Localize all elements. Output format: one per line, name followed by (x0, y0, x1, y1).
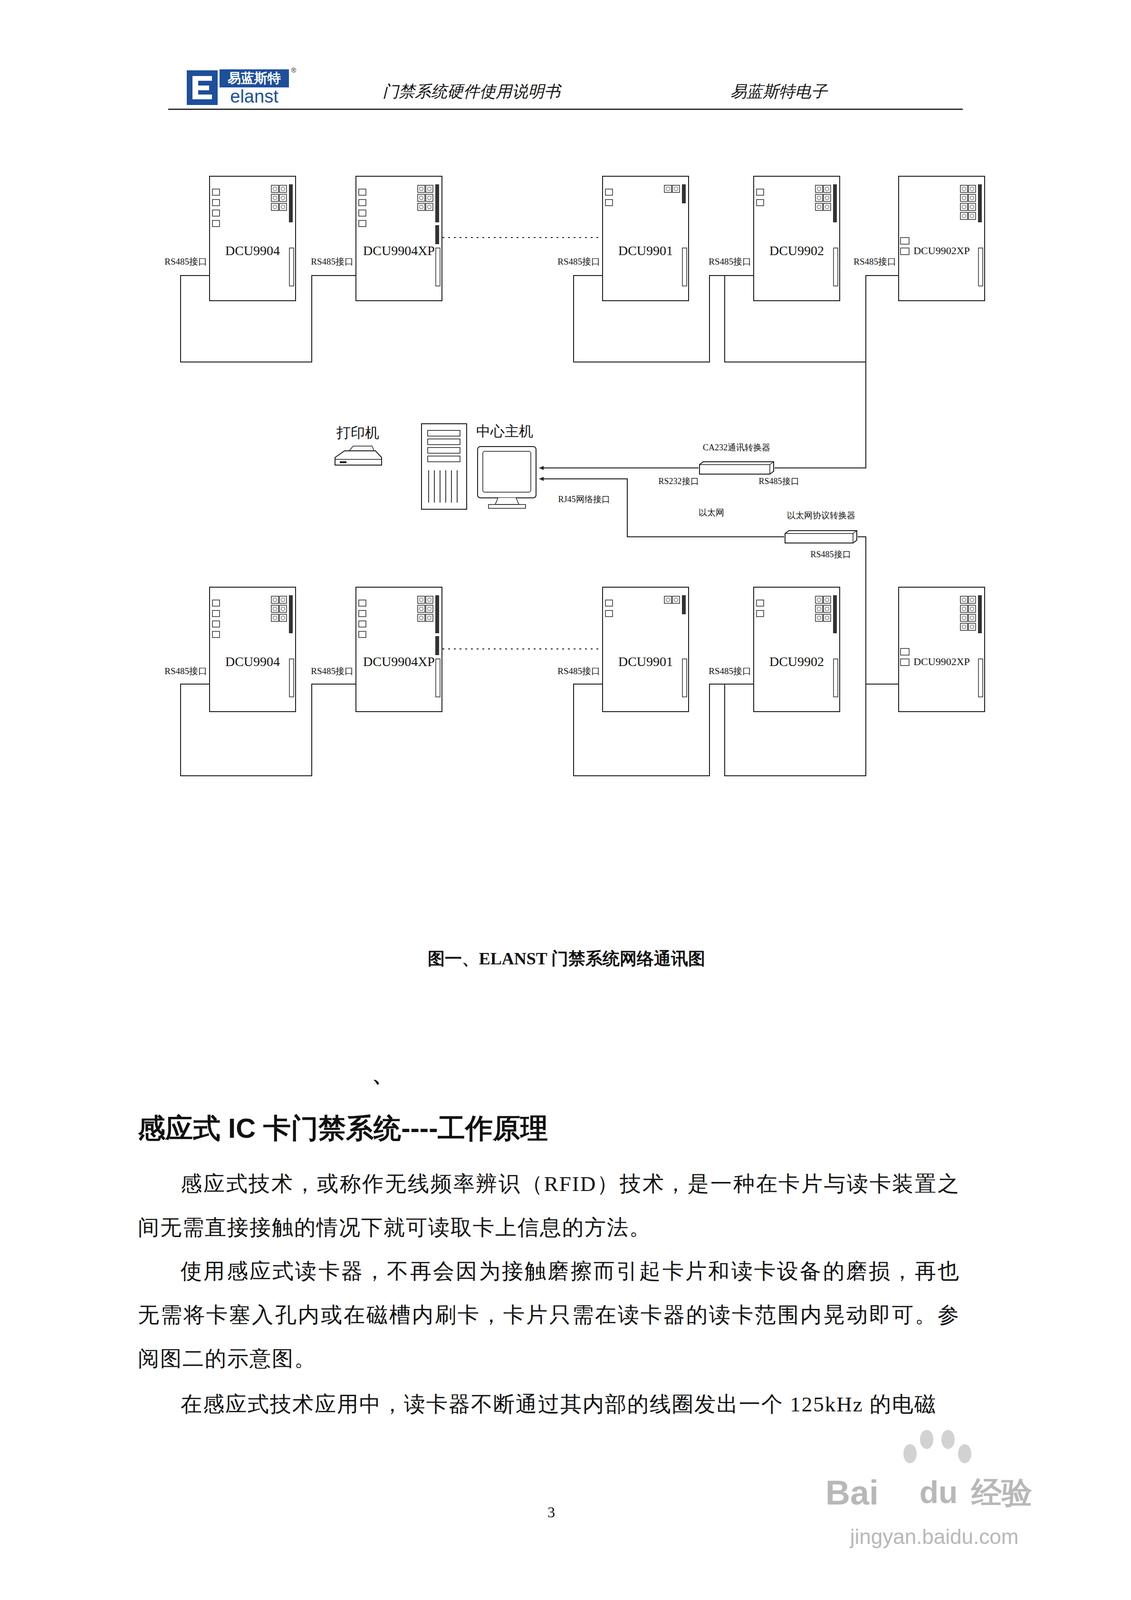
node-label: DCU9901 (618, 653, 673, 671)
node-label: DCU9901 (618, 242, 673, 259)
node-label: 以太网协议转换器 (786, 510, 856, 522)
node-drawing (754, 587, 840, 712)
node-label: 中心主机 (476, 422, 534, 441)
wire-connector (442, 237, 603, 239)
edge-label: 以太网 (697, 507, 726, 519)
port-label: RS485接口 (810, 549, 851, 561)
node-label: DCU9902XP (913, 244, 970, 258)
wire-connector (539, 479, 785, 537)
controller-box: DCU9902 (753, 175, 841, 302)
port-label: RS485接口 (310, 256, 354, 268)
header-company: 易蓝斯特电子 (730, 82, 828, 102)
host-computer: 中心主机 (418, 422, 540, 513)
controller-box: DCU9904XP (355, 175, 443, 302)
node-drawing (754, 176, 840, 301)
controller-box: DCU9904 (209, 175, 297, 302)
node-label: DCU9904XP (363, 242, 435, 259)
node-label: DCU9904 (225, 653, 280, 671)
watermark-text: du (919, 1474, 959, 1512)
controller-box: DCU9902XP (898, 586, 986, 713)
node-drawing (210, 587, 296, 712)
node-label: 打印机 (336, 424, 380, 442)
port-label: RS485接口 (164, 666, 208, 678)
section-heading: 感应式 IC 卡门禁系统----工作原理 (137, 1111, 549, 1146)
header-rule (168, 108, 963, 111)
registered-mark: ® (291, 66, 297, 75)
node-label: DCU9902 (769, 653, 825, 671)
node-drawing (356, 176, 442, 301)
wire-connector (442, 648, 603, 650)
port-label: RS485接口 (164, 256, 208, 268)
node-label: DCU9904XP (363, 653, 435, 671)
port-label: RJ45网络接口 (557, 494, 610, 506)
logo-band (219, 69, 289, 88)
logo-text: 易蓝斯特 (227, 70, 281, 87)
converter-box: 以太网协议转换器 (784, 510, 858, 545)
figure-caption: 图一、ELANST 门禁系统网络通讯图 (427, 948, 706, 970)
wire-connector (774, 275, 899, 469)
body-paragraph: 使用感应式读卡器，不再会因为接触磨擦而引起卡片和读卡设备的磨损，再也无需将卡塞入… (137, 1249, 960, 1381)
page-number: 3 (547, 1503, 556, 1522)
node-drawing (210, 176, 296, 301)
port-label: RS485接口 (557, 666, 601, 678)
node-drawing (899, 587, 985, 712)
controller-box: DCU9902XP (898, 175, 986, 302)
wire-connector (857, 536, 899, 685)
node-label: DCU9904 (225, 242, 280, 259)
header-title: 门禁系统硬件使用说明书 (382, 82, 561, 102)
port-label: RS485接口 (708, 256, 752, 268)
node-drawing (899, 176, 985, 301)
controller-box: DCU9902 (753, 586, 841, 713)
watermark-url: jingyan.baidu.com (850, 1524, 1019, 1551)
port-label: RS232接口 (658, 476, 699, 488)
controller-box: DCU9904 (209, 586, 297, 713)
node-drawing (603, 176, 689, 301)
logo-text: elanst (230, 86, 278, 108)
controller-box: DCU9901 (602, 175, 690, 302)
watermark-text: Bai (825, 1472, 879, 1514)
controller-box: DCU9901 (602, 586, 690, 713)
stray-mark: 、 (372, 1062, 394, 1088)
body-paragraph: 在感应式技术应用中，读卡器不断通过其内部的线圈发出一个 125kHz 的电磁 (137, 1382, 960, 1427)
port-label: RS485接口 (853, 256, 897, 268)
wire-connector (539, 467, 699, 469)
node-label: DCU9902 (769, 242, 825, 259)
converter-box: CA232通讯转换器 (698, 442, 775, 476)
body-paragraph: 感应式技术，或称作无线频率辨识（RFID）技术，是一种在卡片与读卡装置之间无需直… (137, 1162, 960, 1250)
node-label: DCU9902XP (913, 655, 970, 669)
watermark-paw (903, 1430, 972, 1464)
logo-e-mark (192, 76, 212, 100)
port-label: RS485接口 (708, 666, 752, 678)
node-drawing (356, 587, 442, 712)
node-drawing (603, 587, 689, 712)
printer-icon: 打印机 (330, 424, 385, 472)
port-label: RS485接口 (310, 666, 354, 678)
watermark-text: 经验 (971, 1475, 1033, 1512)
logo-square (186, 70, 218, 106)
controller-box: DCU9904XP (355, 586, 443, 713)
port-label: RS485接口 (557, 256, 601, 268)
node-label: CA232通讯转换器 (702, 442, 771, 454)
port-label: RS485接口 (758, 476, 799, 488)
